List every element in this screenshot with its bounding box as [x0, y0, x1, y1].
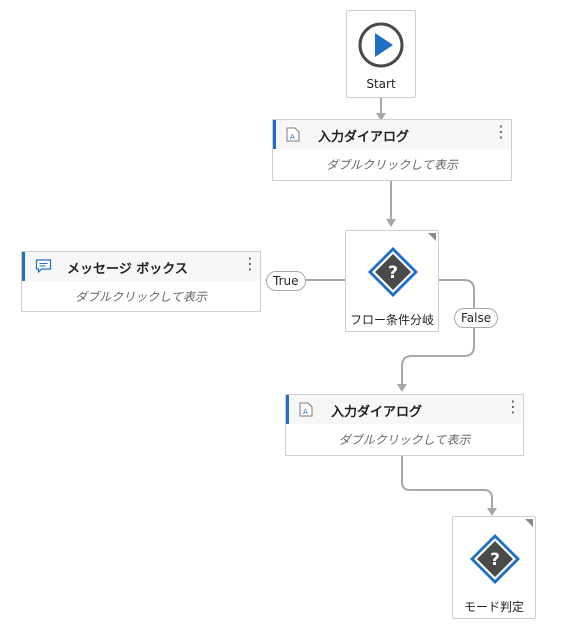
mode-decision-node[interactable]: ? モード判定 [452, 516, 536, 619]
start-node[interactable]: Start [346, 10, 416, 98]
corner-marker [525, 519, 533, 527]
input-dialog-activity-1[interactable]: A 入力ダイアログ ⋮ ダブルクリックして表示 [272, 119, 512, 181]
activity-hint: ダブルクリックして表示 [338, 433, 471, 447]
arrow-head-decision [386, 219, 396, 227]
svg-text:?: ? [388, 263, 398, 283]
arrow-head-decision2 [487, 508, 497, 516]
more-menu-icon[interactable]: ⋮ [493, 122, 509, 141]
corner-marker [428, 233, 436, 241]
activity-hint: ダブルクリックして表示 [326, 158, 458, 172]
svg-text:A: A [303, 408, 308, 416]
activity-hint: ダブルクリックして表示 [75, 290, 207, 304]
activity-title: 入力ダイアログ [318, 130, 410, 145]
question-diamond-icon: ? [368, 247, 418, 297]
start-label: Start [366, 77, 396, 91]
activity-header: A 入力ダイアログ ⋮ [273, 120, 511, 149]
arrow-head-dialog2 [397, 384, 407, 392]
decision-label: フロー条件分岐 [349, 313, 434, 327]
message-box-icon [35, 259, 52, 274]
more-menu-icon[interactable]: ⋮ [505, 397, 521, 416]
message-box-activity[interactable]: メッセージ ボックス ⋮ ダブルクリックして表示 [21, 251, 261, 312]
svg-text:?: ? [490, 550, 500, 570]
input-dialog-icon: A [299, 402, 313, 417]
false-branch-label[interactable]: False [454, 308, 499, 328]
connector-decision-false [401, 279, 475, 385]
more-menu-icon[interactable]: ⋮ [242, 254, 258, 273]
decision-label: モード判定 [463, 600, 524, 614]
activity-header: メッセージ ボックス ⋮ [22, 252, 260, 281]
play-icon [358, 22, 404, 68]
arrow-head-dialog1 [376, 113, 386, 121]
activity-title: メッセージ ボックス [67, 262, 188, 277]
connector-dialog2-to-decision2 [401, 456, 493, 509]
flow-decision-node[interactable]: ? フロー条件分岐 [345, 230, 439, 332]
input-dialog-icon: A [286, 127, 300, 142]
activity-title: 入力ダイアログ [331, 405, 423, 420]
activity-header: A 入力ダイアログ ⋮ [286, 395, 523, 424]
svg-text:A: A [290, 133, 295, 141]
input-dialog-activity-2[interactable]: A 入力ダイアログ ⋮ ダブルクリックして表示 [285, 394, 524, 456]
true-branch-label[interactable]: True [266, 271, 306, 291]
question-diamond-icon: ? [470, 534, 520, 584]
